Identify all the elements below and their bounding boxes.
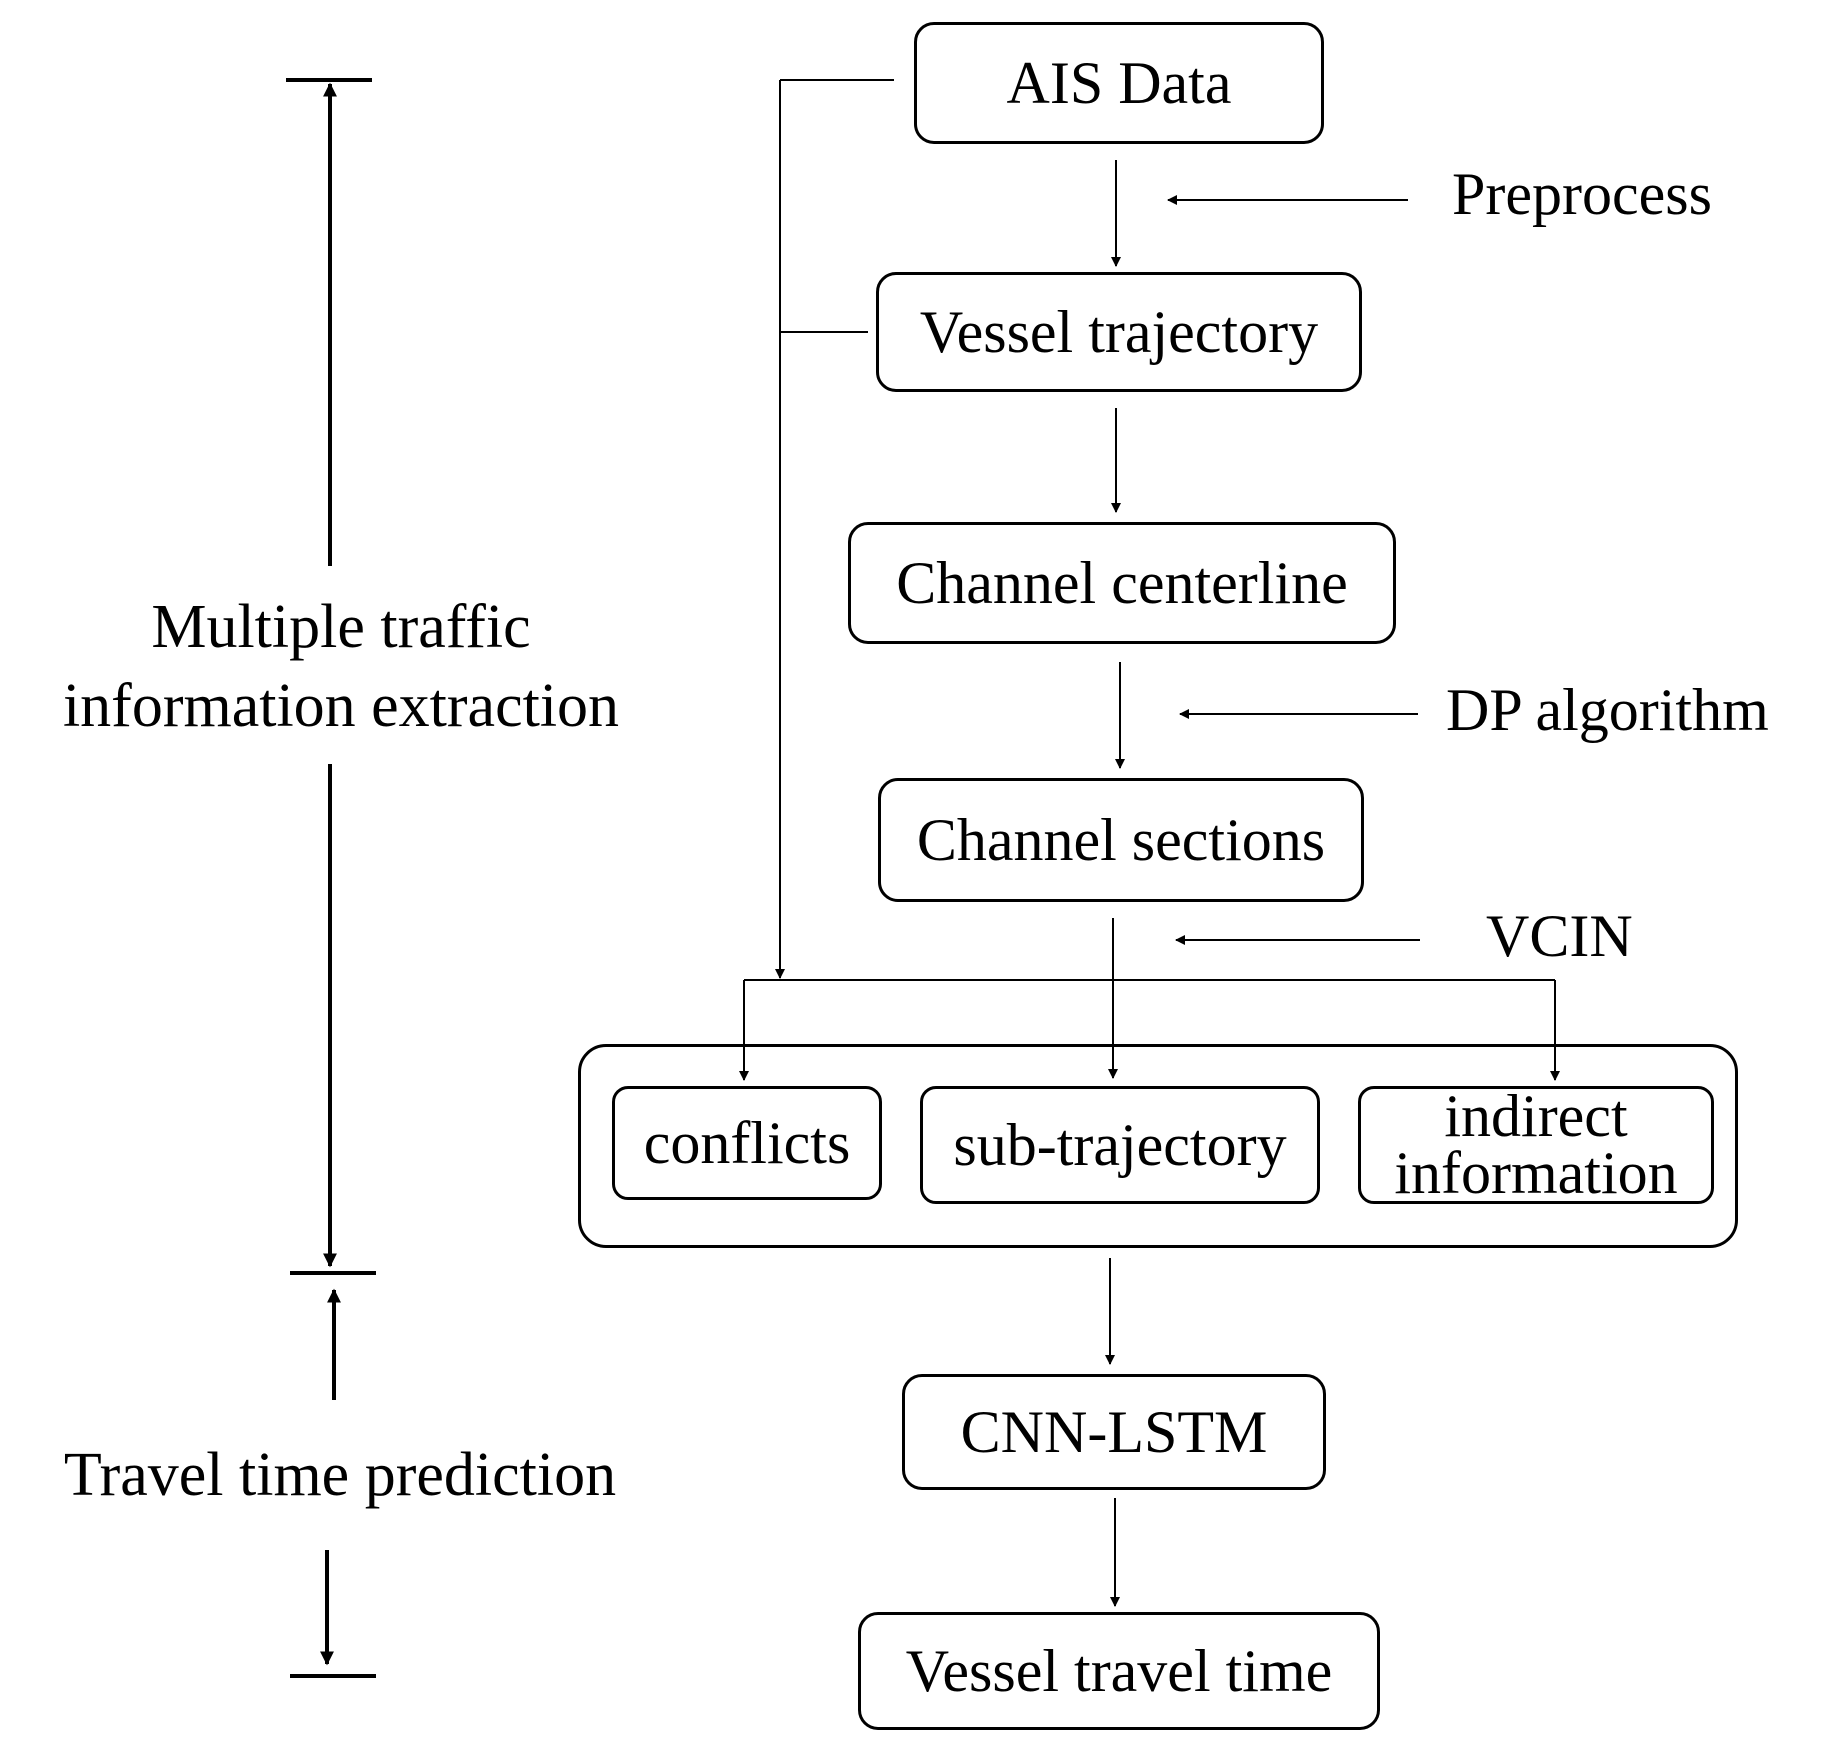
extracted-features-group [578, 1044, 1738, 1248]
node-conflicts-label: conflicts [643, 1110, 851, 1176]
node-indirect-information-label-1: indirect [1444, 1083, 1628, 1149]
node-sub-trajectory: sub-trajectory [920, 1086, 1320, 1204]
stage-travel-time-prediction: Travel time prediction [30, 1436, 650, 1515]
node-indirect-information: indirect information [1358, 1086, 1714, 1204]
label-preprocess: Preprocess [1452, 161, 1712, 227]
node-indirect-information-label-2: information [1394, 1140, 1678, 1206]
stage-prediction-label: Travel time prediction [63, 1441, 617, 1509]
label-dp-algorithm: DP algorithm [1446, 677, 1769, 743]
node-vessel-trajectory-label: Vessel trajectory [919, 299, 1319, 365]
node-sub-trajectory-label: sub-trajectory [953, 1112, 1287, 1178]
node-vessel-trajectory: Vessel trajectory [876, 272, 1362, 392]
stage-extraction-line-2: information extraction [62, 672, 620, 741]
node-ais-data-label: AIS Data [1006, 50, 1232, 116]
node-cnn-lstm-label: CNN-LSTM [960, 1399, 1268, 1465]
node-channel-centerline: Channel centerline [848, 522, 1396, 644]
node-channel-sections: Channel sections [878, 778, 1364, 902]
node-vessel-travel-time-label: Vessel travel time [905, 1638, 1333, 1704]
stage-multiple-traffic-information-extraction: Multiple traffic information extraction [10, 588, 672, 747]
node-cnn-lstm: CNN-LSTM [902, 1374, 1326, 1490]
node-vessel-travel-time: Vessel travel time [858, 1612, 1380, 1730]
node-channel-sections-label: Channel sections [916, 807, 1326, 873]
label-vcin: VCIN [1486, 903, 1633, 969]
node-channel-centerline-label: Channel centerline [896, 550, 1348, 616]
node-ais-data: AIS Data [914, 22, 1324, 144]
node-conflicts: conflicts [612, 1086, 882, 1200]
stage-extraction-line-1: Multiple traffic [151, 593, 531, 661]
